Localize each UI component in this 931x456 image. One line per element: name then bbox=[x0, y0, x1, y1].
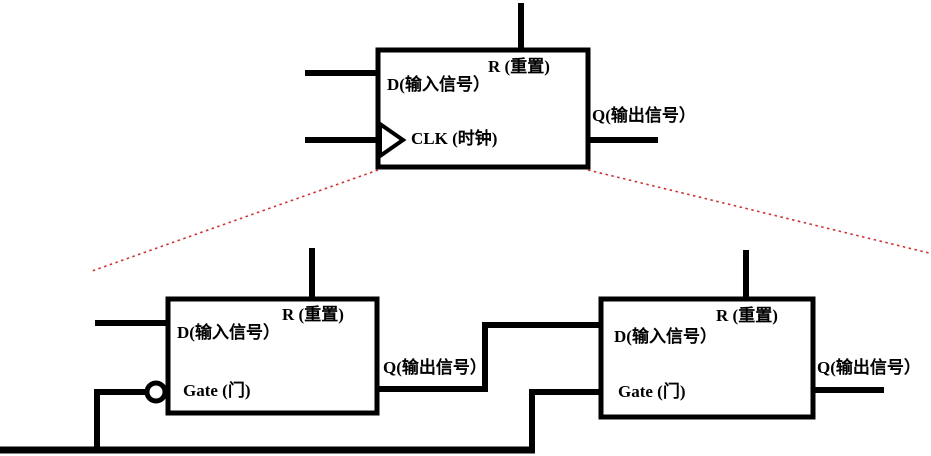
latch-right-d-label: D(输入信号） bbox=[614, 327, 717, 346]
flipflop-q-label: Q(输出信号） bbox=[592, 106, 696, 125]
latch-right-reset-label: R (重置) bbox=[716, 306, 778, 325]
latch-right-q-label: Q(输出信号） bbox=[817, 358, 921, 377]
flipflop-reset-label: R (重置) bbox=[488, 57, 550, 76]
inverter-bubble-icon bbox=[144, 380, 168, 404]
latch-left-gate-label: Gate (门) bbox=[183, 381, 251, 400]
flipflop-clk-label: CLK (时钟) bbox=[411, 129, 498, 148]
latch-left-reset-label: R (重置) bbox=[282, 305, 344, 324]
clock-edge-triangle-icon bbox=[378, 120, 407, 160]
flipflop-box bbox=[375, 47, 591, 170]
expansion-dotted-line-right bbox=[587, 169, 930, 254]
flipflop-d-label: D(输入信号） bbox=[387, 75, 490, 94]
expansion-dotted-line-left bbox=[91, 169, 379, 272]
latch-left-d-label: D(输入信号） bbox=[177, 323, 280, 342]
latch-left-q-label: Q(输出信号） bbox=[383, 358, 487, 377]
latch-right-box bbox=[598, 296, 816, 420]
latch-left-box bbox=[165, 296, 380, 416]
latch-right-gate-label: Gate (门) bbox=[618, 382, 686, 401]
